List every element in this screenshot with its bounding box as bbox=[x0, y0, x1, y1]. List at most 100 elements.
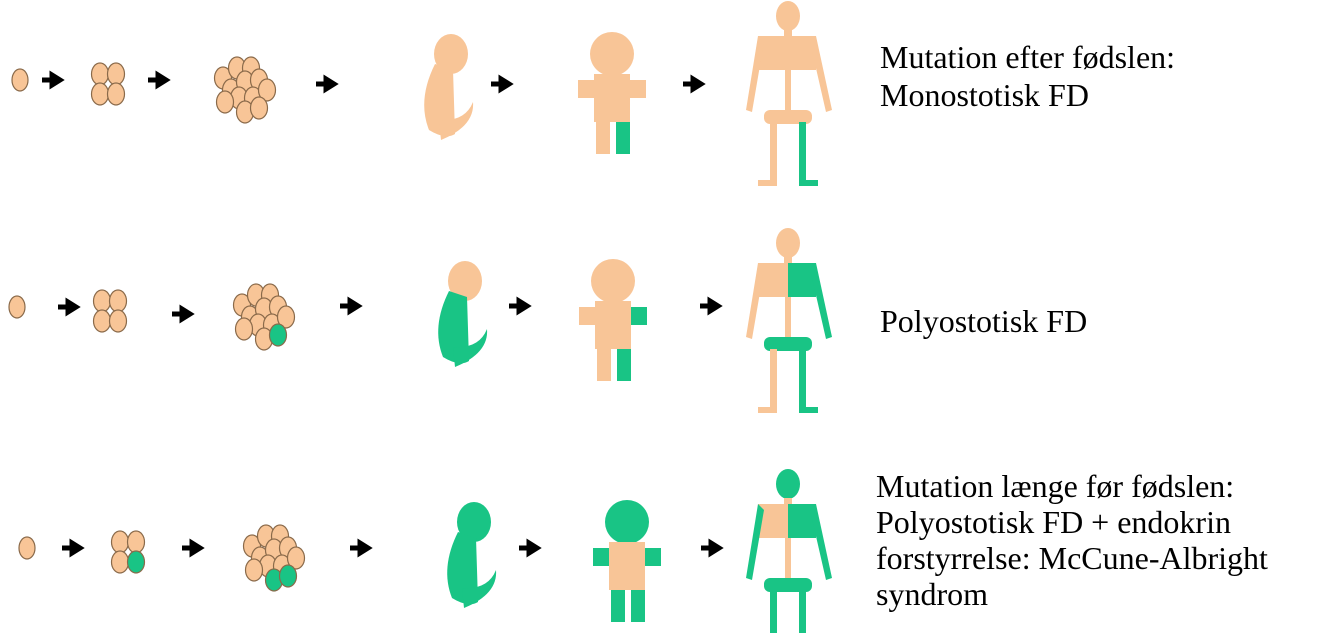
lower-spine bbox=[785, 70, 791, 114]
label-line: Mutation efter fødslen: bbox=[880, 38, 1175, 76]
arrow-icon bbox=[700, 301, 718, 311]
arrow-icon bbox=[519, 543, 537, 553]
child-left-arm bbox=[578, 80, 594, 98]
left-femur bbox=[770, 349, 777, 411]
child-body bbox=[594, 74, 630, 122]
right-arm bbox=[810, 36, 832, 112]
left-femur bbox=[770, 590, 777, 633]
label-line: Polyostotisk FD bbox=[880, 302, 1087, 340]
left-femur bbox=[770, 122, 777, 184]
mutated-cell bbox=[128, 551, 145, 573]
normal-cell bbox=[94, 310, 111, 332]
child-right-arm bbox=[631, 307, 647, 325]
row-3-label: Mutation længe før fødslen: Polyostotisk… bbox=[876, 468, 1268, 612]
child-left-arm bbox=[579, 307, 595, 325]
arrow-icon bbox=[340, 301, 358, 311]
pelvis bbox=[764, 110, 812, 124]
normal-cell bbox=[108, 63, 125, 85]
adult-skeleton-figure bbox=[746, 228, 832, 413]
four-cell-stage bbox=[92, 63, 125, 105]
zygote-shape bbox=[19, 537, 35, 559]
normal-cell bbox=[110, 310, 127, 332]
embryo-figure bbox=[424, 34, 473, 140]
normal-cell bbox=[108, 83, 125, 105]
zygote-cell bbox=[19, 537, 35, 559]
pelvis bbox=[764, 578, 812, 592]
adult-skeleton-figure bbox=[746, 469, 832, 633]
child-body bbox=[609, 542, 645, 590]
mutated-cell bbox=[280, 565, 297, 587]
child-right-leg bbox=[617, 349, 631, 381]
zygote-shape bbox=[9, 296, 25, 318]
normal-cell bbox=[217, 91, 234, 113]
right-foot bbox=[799, 407, 818, 413]
morula-stage bbox=[215, 57, 276, 123]
normal-cell bbox=[112, 531, 129, 553]
left-foot bbox=[758, 180, 777, 186]
normal-cell bbox=[110, 290, 127, 312]
label-line: Mutation længe før fødslen: bbox=[876, 468, 1268, 504]
arrow-icon bbox=[58, 302, 76, 312]
normal-cell bbox=[92, 63, 109, 85]
left-arm bbox=[746, 36, 764, 112]
row-2-label: Polyostotisk FD bbox=[880, 302, 1087, 340]
normal-cell bbox=[92, 83, 109, 105]
right-femur bbox=[799, 122, 806, 184]
right-femur bbox=[799, 590, 806, 633]
right-femur bbox=[799, 349, 806, 411]
arrow-icon bbox=[509, 301, 527, 311]
left-arm bbox=[746, 263, 764, 339]
row-1-label: Mutation efter fødslen: Monostotisk FD bbox=[880, 38, 1175, 114]
child-left-leg bbox=[611, 590, 625, 622]
row-monostotic bbox=[12, 1, 832, 186]
pelvis bbox=[764, 337, 812, 351]
arrow-icon bbox=[148, 75, 166, 85]
mutated-cell bbox=[270, 324, 287, 346]
left-arm bbox=[746, 504, 764, 580]
normal-cell bbox=[251, 97, 268, 119]
right-arm bbox=[810, 263, 832, 339]
child-left-leg bbox=[597, 349, 611, 381]
child-right-arm bbox=[630, 80, 646, 98]
arrow-icon bbox=[683, 79, 701, 89]
child-right-leg bbox=[616, 122, 630, 154]
arrow-icon bbox=[316, 79, 334, 89]
lower-spine bbox=[785, 297, 791, 341]
label-line: syndrom bbox=[876, 576, 1268, 612]
morula-stage bbox=[234, 284, 295, 350]
normal-cell bbox=[112, 551, 129, 573]
morula-stage bbox=[244, 525, 305, 591]
arrow-icon bbox=[701, 543, 719, 553]
row-mccune-albright bbox=[19, 469, 832, 633]
arrow-icon bbox=[491, 79, 509, 89]
four-cell-stage bbox=[112, 531, 145, 573]
embryo-figure bbox=[447, 502, 496, 608]
child-body bbox=[595, 301, 631, 349]
adult-skeleton-figure bbox=[746, 1, 832, 186]
zygote-cell bbox=[12, 69, 28, 91]
four-cell-stage bbox=[94, 290, 127, 332]
child-figure bbox=[578, 32, 646, 154]
zygote-shape bbox=[12, 69, 28, 91]
normal-cell bbox=[128, 531, 145, 553]
normal-cell bbox=[236, 318, 253, 340]
left-foot bbox=[758, 407, 777, 413]
child-head bbox=[591, 259, 635, 303]
row-polyostotic bbox=[9, 228, 832, 413]
lower-spine bbox=[785, 538, 791, 582]
child-figure bbox=[593, 500, 661, 622]
arrow-icon bbox=[350, 543, 368, 553]
child-head bbox=[605, 500, 649, 544]
arrow-icon bbox=[182, 543, 200, 553]
normal-cell bbox=[246, 559, 263, 581]
skull bbox=[776, 469, 800, 499]
child-right-leg bbox=[631, 590, 645, 622]
arrow-icon bbox=[172, 309, 190, 319]
label-line: Polyostotisk FD + endokrin bbox=[876, 504, 1268, 540]
right-arm bbox=[810, 504, 832, 580]
arrow-icon bbox=[42, 75, 60, 85]
label-line: forstyrrelse: McCune-Albright bbox=[876, 540, 1268, 576]
child-right-arm bbox=[645, 548, 661, 566]
zygote-cell bbox=[9, 296, 25, 318]
arrow-icon bbox=[62, 543, 80, 553]
